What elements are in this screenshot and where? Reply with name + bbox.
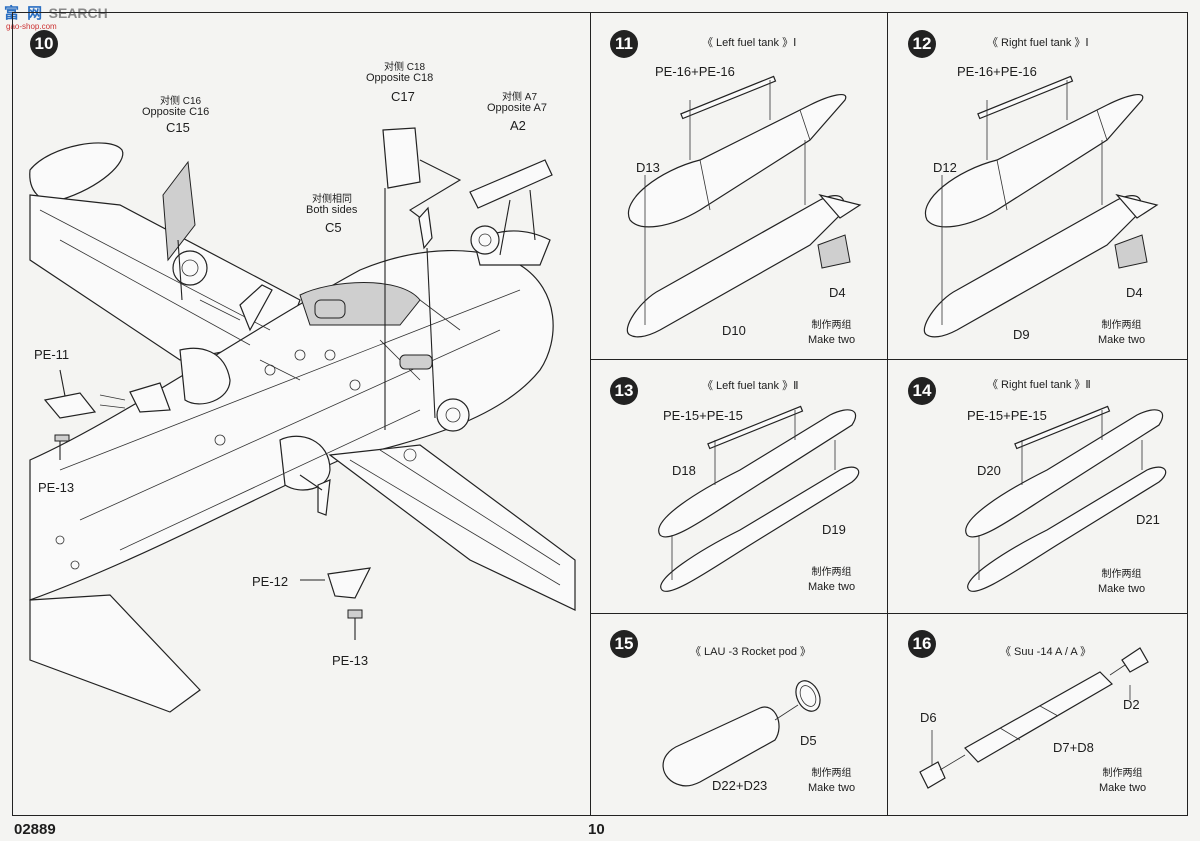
part-a2-shape <box>469 159 553 209</box>
step-12-note-en: Make two <box>1098 334 1146 346</box>
step-12-pe-label: PE-16+PE-16 <box>957 64 1037 79</box>
part-c5-label: C5 <box>325 220 342 235</box>
pe13-left-label: PE-13 <box>38 480 75 495</box>
part-c5-shape <box>418 206 433 250</box>
pe13-bottom-label: PE-13 <box>332 653 369 668</box>
step-16-title: 《 Suu -14 A / A 》 <box>1000 646 1092 658</box>
part-pe13-bottom-shape <box>347 609 363 619</box>
step-13-pe-label: PE-15+PE-15 <box>663 408 743 423</box>
step-14-drawing <box>965 405 1167 592</box>
step-16-part-c: D7+D8 <box>1053 740 1094 755</box>
step-16-number: 16 <box>908 630 936 658</box>
c15-note-cn: 对侧 C16 <box>160 96 202 107</box>
step-15-note-cn: 制作两组 <box>811 768 852 779</box>
step-13-note-cn: 制作两组 <box>811 567 852 578</box>
step-15-number: 15 <box>610 630 638 658</box>
pe11-label: PE-11 <box>34 347 70 362</box>
step-15-part-a: D5 <box>800 733 817 748</box>
step-16-note-en: Make two <box>1099 782 1147 794</box>
step-12-note-cn: 制作两组 <box>1101 320 1142 331</box>
step-16-part-a: D6 <box>920 710 937 725</box>
step-10-number: 10 <box>30 30 58 58</box>
watermark: 富 网 SEARCH <box>4 2 108 23</box>
step-16-note: 制作两组 Make two <box>1099 767 1146 795</box>
c17-note-cn: 对侧 C18 <box>384 62 426 73</box>
step-12-part-b: D4 <box>1126 285 1143 300</box>
step-11-title: 《 Left fuel tank 》Ⅰ <box>702 37 797 49</box>
part-pe11-left <box>43 392 97 419</box>
step-11-part-c: D10 <box>722 323 746 338</box>
part-c17-shape <box>382 127 421 189</box>
step-12-part-a: D12 <box>933 160 957 175</box>
step-14-pe-label: PE-15+PE-15 <box>967 408 1047 423</box>
part-c15-shape <box>162 160 196 262</box>
part-pe11-right <box>129 382 171 413</box>
step-11-note: 制作两组 Make two <box>808 319 855 347</box>
step-16-panel <box>887 613 1188 816</box>
step-16-drawing <box>919 647 1149 789</box>
c5-note-en: Both sides <box>306 204 358 216</box>
kit-number: 02889 <box>14 821 56 838</box>
step-13-note: 制作两组 Make two <box>808 566 855 594</box>
part-c17-label: C17 <box>391 89 415 104</box>
step-15-note: 制作两组 Make two <box>808 767 855 795</box>
step-16-note-cn: 制作两组 <box>1102 768 1143 779</box>
step-11-pe-label: PE-16+PE-16 <box>655 64 735 79</box>
a2-note-cn: 对侧 A7 <box>502 92 538 103</box>
step-13-part-b: D19 <box>822 522 846 537</box>
step-11-part-b: D4 <box>829 285 846 300</box>
step-14-note: 制作两组 Make two <box>1098 568 1145 596</box>
a2-note-en: Opposite A7 <box>487 102 547 114</box>
step-16-part-b: D2 <box>1123 697 1140 712</box>
part-pe12-shape <box>327 567 372 599</box>
step-13-title: 《 Left fuel tank 》Ⅱ <box>702 380 799 392</box>
watermark-logo: 富 网 <box>4 5 45 22</box>
c15-note-en: Opposite C16 <box>142 106 210 118</box>
pe12-label: PE-12 <box>252 574 289 589</box>
step-15-part-b: D22+D23 <box>712 778 768 793</box>
c17-note-en: Opposite C18 <box>366 72 434 84</box>
step-14-title: 《 Right fuel tank 》Ⅱ <box>987 379 1091 391</box>
step-12-note: 制作两组 Make two <box>1098 319 1145 347</box>
step-13-drawing <box>658 405 860 592</box>
step-11-part-a: D13 <box>636 160 660 175</box>
watermark-url: gao-shop.com <box>6 22 57 31</box>
page-number: 10 <box>588 821 605 838</box>
step-11-number: 11 <box>610 30 638 58</box>
step-14-note-cn: 制作两组 <box>1101 569 1142 580</box>
step-13-note-en: Make two <box>808 581 856 593</box>
part-c15-label: C15 <box>166 120 190 135</box>
c5-note-cn: 对侧相同 <box>312 194 352 205</box>
step-14-part-a: D20 <box>977 463 1001 478</box>
step-12-number: 12 <box>908 30 936 58</box>
step-11-note-en: Make two <box>808 334 856 346</box>
aircraft-drawing <box>29 142 576 713</box>
step-14-note-en: Make two <box>1098 583 1146 595</box>
step-12-part-c: D9 <box>1013 327 1030 342</box>
step-12-drawing <box>923 75 1159 338</box>
step-15-drawing <box>662 680 821 787</box>
watermark-search: SEARCH <box>48 5 108 21</box>
step-13-part-a: D18 <box>672 463 696 478</box>
part-a2-label: A2 <box>510 118 526 133</box>
step-11-note-cn: 制作两组 <box>811 320 852 331</box>
step-11-drawing <box>626 75 862 338</box>
step-12-title: 《 Right fuel tank 》Ⅰ <box>987 37 1089 49</box>
step-15-note-en: Make two <box>808 782 856 794</box>
step-13-number: 13 <box>610 377 638 405</box>
step-14-number: 14 <box>908 377 936 405</box>
step-14-part-b: D21 <box>1136 512 1160 527</box>
part-pe13-left-shape <box>54 434 70 442</box>
step-15-title: 《 LAU -3 Rocket pod 》 <box>690 646 812 658</box>
